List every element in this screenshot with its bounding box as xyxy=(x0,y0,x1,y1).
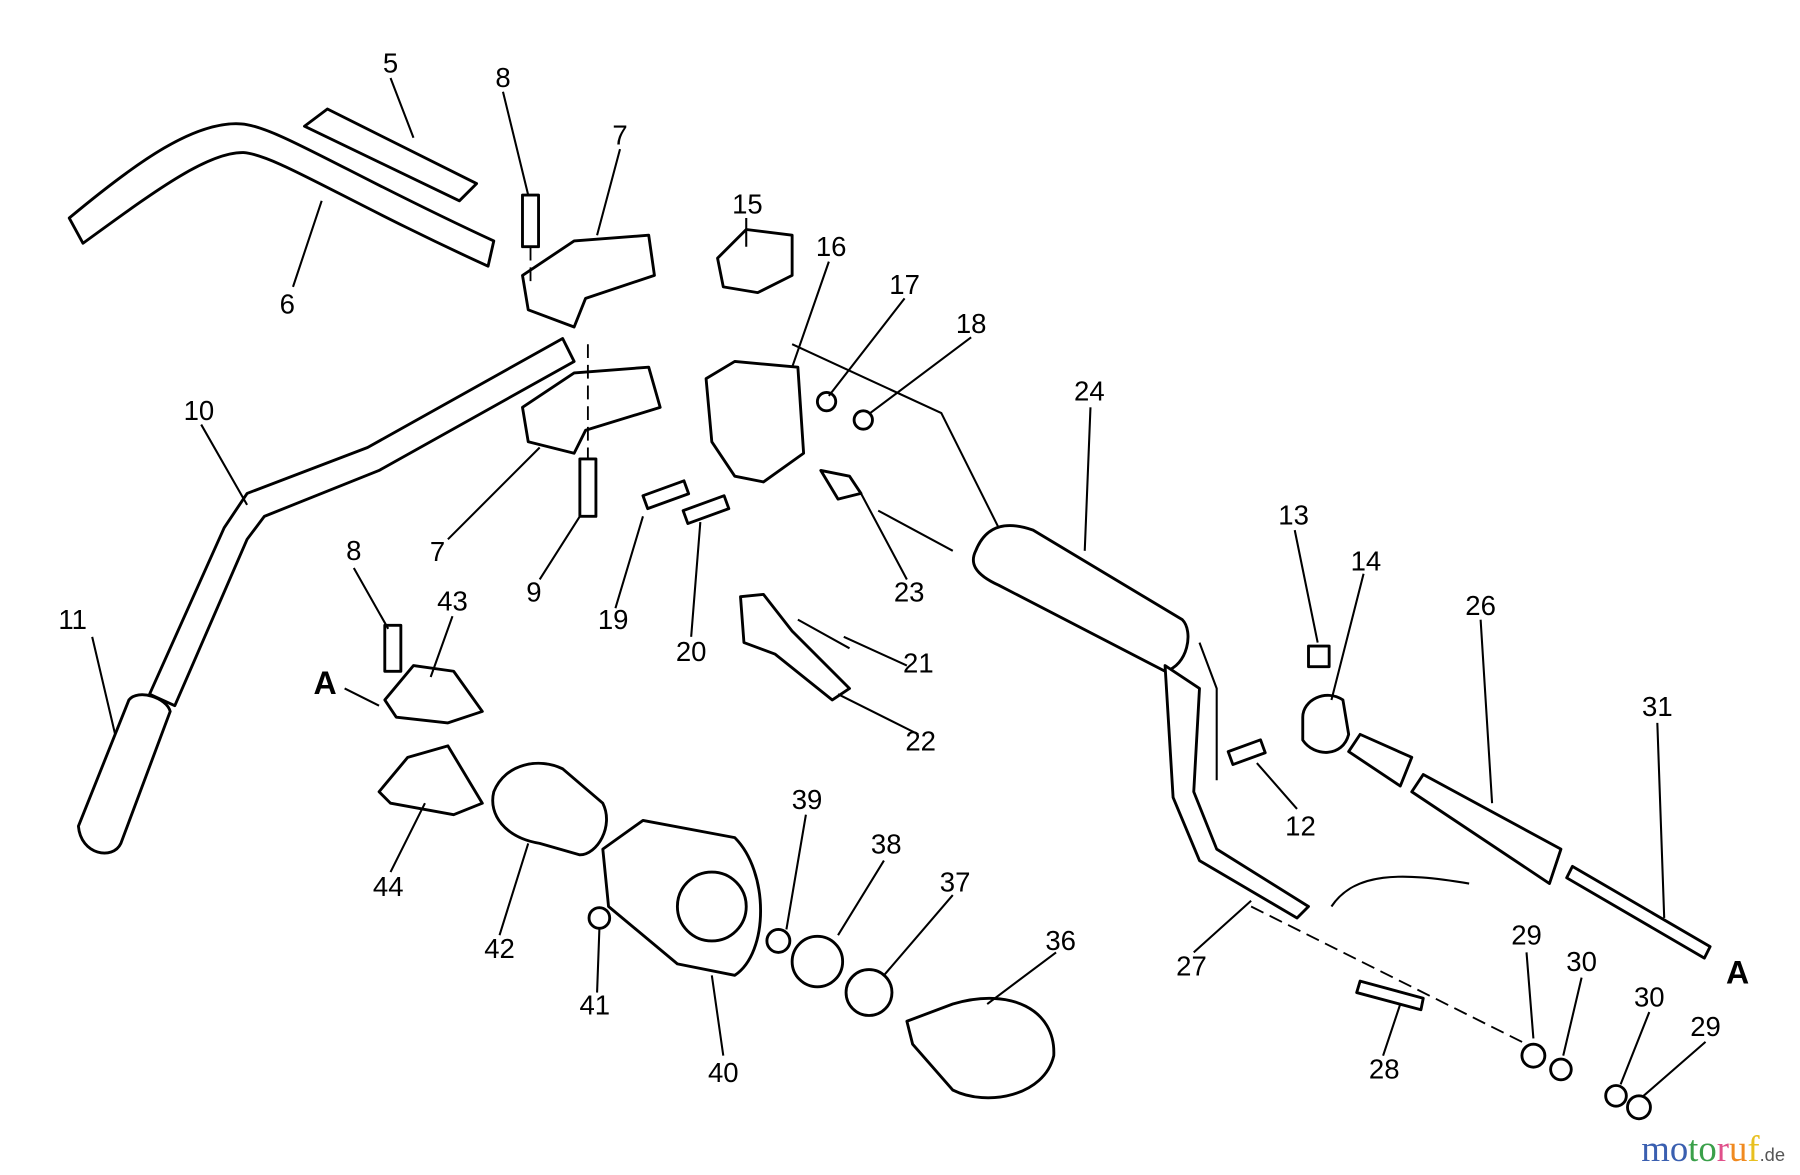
label-20: 20 xyxy=(676,636,707,667)
part-30-washer xyxy=(1604,1084,1628,1108)
label-A-left: A xyxy=(314,665,337,701)
part-18-nut xyxy=(852,409,874,431)
label-18: 18 xyxy=(956,308,987,339)
part-6-handle-bar xyxy=(67,122,496,268)
label-8: 8 xyxy=(495,62,510,93)
label-16: 16 xyxy=(816,231,847,262)
label-21: 21 xyxy=(903,647,934,678)
part-23-pin xyxy=(819,469,863,501)
label-9: 9 xyxy=(526,576,541,607)
logo-letter: f xyxy=(1747,1128,1760,1169)
part-13-bushing xyxy=(1307,644,1331,669)
part-26-shaft xyxy=(1347,732,1563,885)
label-14: 14 xyxy=(1351,545,1382,576)
part-19-screw xyxy=(641,479,691,511)
part-11-grip xyxy=(76,693,172,855)
part-29-nut xyxy=(1626,1094,1652,1121)
part-31-shaft xyxy=(1565,864,1712,960)
part-44-bracket xyxy=(377,744,484,817)
part-36-drum xyxy=(905,996,1056,1100)
label-26: 26 xyxy=(1465,590,1496,621)
label-24: 24 xyxy=(1074,375,1105,406)
label-7: 7 xyxy=(612,120,627,151)
part-8-bolt-upper xyxy=(521,193,540,249)
part-16-switch-housing xyxy=(704,360,806,484)
part-14-clamp xyxy=(1301,693,1351,754)
part-22-lever xyxy=(739,592,851,702)
part-37-clip xyxy=(844,968,894,1017)
logo-letter: o xyxy=(1670,1128,1688,1169)
part-15-switch xyxy=(716,228,794,295)
logo-suffix: .de xyxy=(1760,1144,1786,1165)
part-9-bolt xyxy=(578,457,598,518)
label-42: 42 xyxy=(484,933,515,964)
part-7-clamp-upper xyxy=(521,233,656,329)
label-15: 15 xyxy=(732,188,763,219)
label-44: 44 xyxy=(373,871,404,902)
logo-letter: m xyxy=(1641,1128,1670,1169)
part-38-bearing xyxy=(790,934,845,989)
part-20-screw xyxy=(681,494,731,525)
part-27-tube xyxy=(1163,664,1310,920)
label-11: 11 xyxy=(58,604,87,635)
part-29-nut xyxy=(1520,1042,1547,1069)
part-28-cable-end xyxy=(1355,979,1425,1012)
leader-lines xyxy=(91,77,1707,1097)
part-8-bolt-lower xyxy=(383,623,403,673)
label-A-right: A xyxy=(1726,954,1749,990)
label-37: 37 xyxy=(940,867,971,898)
part-12-screw xyxy=(1226,738,1267,766)
label-29: 29 xyxy=(1511,919,1542,950)
part-5-decal xyxy=(303,107,479,203)
label-6: 6 xyxy=(280,288,295,319)
part-21-spring xyxy=(797,618,851,650)
label-12: 12 xyxy=(1285,810,1316,841)
label-38: 38 xyxy=(871,829,902,860)
part-17-nut xyxy=(815,390,838,413)
logo-letter: o xyxy=(1698,1128,1716,1169)
label-8: 8 xyxy=(346,535,361,566)
part-42-sleeve xyxy=(491,761,608,857)
motoruf-logo: motoruf.de xyxy=(1641,1128,1785,1169)
part-39-ring xyxy=(765,928,792,954)
label-36: 36 xyxy=(1045,925,1076,956)
label-7: 7 xyxy=(430,536,445,567)
logo-letter: r xyxy=(1717,1128,1729,1169)
label-31: 31 xyxy=(1642,691,1673,722)
part-24-grip xyxy=(971,524,1190,673)
label-13: 13 xyxy=(1278,499,1309,530)
label-29: 29 xyxy=(1690,1011,1721,1042)
label-30: 30 xyxy=(1634,981,1665,1012)
label-41: 41 xyxy=(579,989,610,1020)
label-27: 27 xyxy=(1176,950,1207,981)
label-10: 10 xyxy=(184,395,215,426)
logo-letter: t xyxy=(1688,1128,1698,1169)
label-19: 19 xyxy=(598,604,629,635)
part-7-clamp-lower xyxy=(521,365,662,455)
part-10-tube xyxy=(148,337,576,708)
label-5: 5 xyxy=(383,47,398,78)
label-30: 30 xyxy=(1566,946,1597,977)
label-28: 28 xyxy=(1369,1054,1400,1085)
label-40: 40 xyxy=(708,1057,739,1088)
part-41-screw xyxy=(587,906,612,930)
label-43: 43 xyxy=(437,585,468,616)
logo-letter: u xyxy=(1729,1128,1747,1169)
part-43-cap xyxy=(383,664,484,725)
part-30-washer xyxy=(1549,1057,1573,1082)
label-17: 17 xyxy=(889,269,920,300)
label-39: 39 xyxy=(792,784,823,815)
label-23: 23 xyxy=(894,576,925,607)
label-22: 22 xyxy=(905,725,936,756)
